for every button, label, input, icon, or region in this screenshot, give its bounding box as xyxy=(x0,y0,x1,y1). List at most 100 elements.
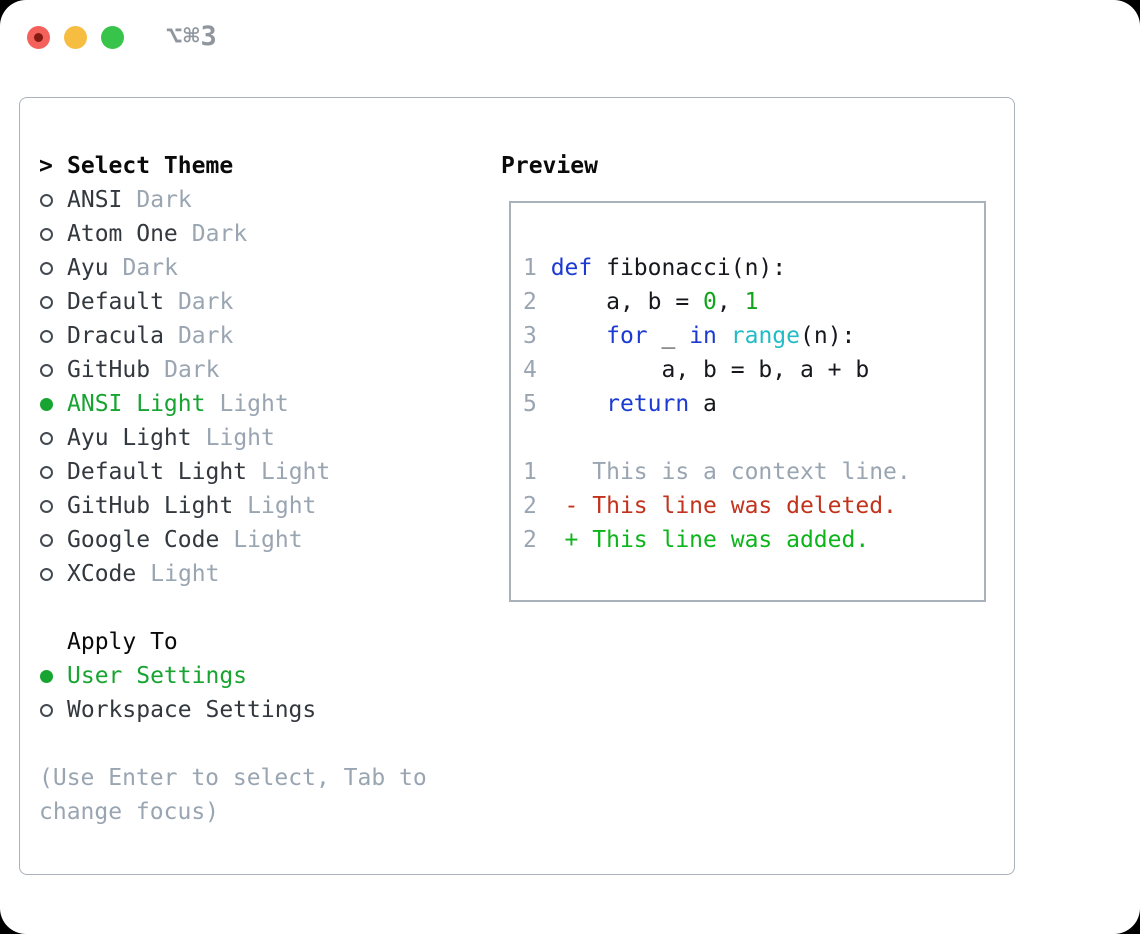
code-token: fibonacci(n): xyxy=(592,255,787,281)
prompt-caret-icon: > xyxy=(39,153,53,179)
option-label: ANSI Light xyxy=(67,391,206,417)
code-token: _ xyxy=(647,323,690,349)
theme-option-google-code[interactable]: Google Code Light xyxy=(39,523,499,557)
keyboard-hint-line1: (Use Enter to select, Tab to xyxy=(39,765,427,791)
radio-icon xyxy=(40,296,53,309)
code-token xyxy=(551,391,606,417)
line-number: 2 xyxy=(523,289,551,315)
theme-option-github-light[interactable]: GitHub Light Light xyxy=(39,489,499,523)
code-token: in xyxy=(689,323,717,349)
blank-line xyxy=(523,421,984,455)
line-number: 1 xyxy=(523,255,551,281)
radio-icon xyxy=(40,500,53,513)
theme-variant-label: Dark xyxy=(164,357,220,383)
radio-icon xyxy=(40,704,53,717)
code-token: for xyxy=(606,323,648,349)
radio-icon xyxy=(40,466,53,479)
theme-option-ansi[interactable]: ANSI Dark xyxy=(39,183,499,217)
line-number: 5 xyxy=(523,391,551,417)
radio-icon xyxy=(40,432,53,445)
theme-variant-label: Dark xyxy=(177,289,234,315)
close-button[interactable] xyxy=(27,26,50,49)
option-label: GitHub xyxy=(67,357,151,383)
theme-variant-label: Light xyxy=(261,459,331,485)
code-token: 0 xyxy=(703,289,717,315)
code-line: 3 for _ in range(n): xyxy=(523,319,984,353)
theme-variant-label: Dark xyxy=(177,323,234,349)
code-token: range xyxy=(730,323,800,349)
theme-variant-label: Dark xyxy=(191,221,248,247)
theme-option-default-light[interactable]: Default Light Light xyxy=(39,455,499,489)
keyboard-hint-line2: change focus) xyxy=(39,799,220,825)
keyboard-hint: (Use Enter to select, Tab to change focu… xyxy=(39,761,499,829)
option-label: Dracula xyxy=(67,323,164,349)
option-label: Google Code xyxy=(67,527,220,553)
code-line: 1 def fibonacci(n): xyxy=(523,251,984,285)
theme-variant-label: Light xyxy=(233,527,303,553)
titlebar: ⌥⌘3 xyxy=(0,0,1140,74)
code-line: 5 return a xyxy=(523,387,984,421)
theme-option-ayu-light[interactable]: Ayu Light Light xyxy=(39,421,499,455)
option-label: XCode xyxy=(67,561,137,587)
option-label: User Settings xyxy=(67,663,248,689)
theme-option-ayu[interactable]: Ayu Dark xyxy=(39,251,499,285)
code-token xyxy=(551,323,606,349)
code-token: a, b = xyxy=(550,289,704,315)
spacer xyxy=(39,727,499,761)
theme-variant-label: Light xyxy=(205,425,275,451)
code-token: (n): xyxy=(800,323,856,349)
theme-variant-label: Dark xyxy=(136,187,192,213)
option-label: GitHub Light xyxy=(67,493,234,519)
code-token: This is a context line. xyxy=(550,459,911,485)
select-theme-header-row: > Select Theme xyxy=(39,149,499,183)
theme-variant-label: Light xyxy=(247,493,317,519)
line-number: 2 xyxy=(523,493,551,519)
diff-line: 1 This is a context line. xyxy=(523,455,984,489)
radio-icon xyxy=(40,330,53,343)
diff-line: 2 - This line was deleted. xyxy=(523,489,984,523)
line-number: 3 xyxy=(523,323,551,349)
option-label: Ayu xyxy=(67,255,109,281)
radio-icon xyxy=(40,262,53,275)
code-token: a xyxy=(689,391,717,417)
spacer xyxy=(39,591,499,625)
code-token: 1 xyxy=(744,289,759,315)
maximize-button[interactable] xyxy=(101,26,124,49)
code-line: 2 a, b = 0, 1 xyxy=(523,285,984,319)
theme-option-dracula[interactable]: Dracula Dark xyxy=(39,319,499,353)
apply-option-workspace-settings[interactable]: Workspace Settings xyxy=(39,693,499,727)
radio-selected-icon xyxy=(40,670,53,683)
unsaved-changes-dot-icon xyxy=(34,33,43,42)
minimize-button[interactable] xyxy=(64,26,87,49)
code-token: + This line was added. xyxy=(550,527,870,553)
code-token: a, b = b, a + b xyxy=(550,357,870,383)
option-label: Ayu Light xyxy=(67,425,192,451)
select-theme-heading: Select Theme xyxy=(67,153,234,179)
line-number: 1 xyxy=(523,459,551,485)
apply-option-user-settings[interactable]: User Settings xyxy=(39,659,499,693)
window-title: ⌥⌘3 xyxy=(166,21,218,52)
radio-icon xyxy=(40,568,53,581)
theme-variant-label: Dark xyxy=(122,255,178,281)
option-label: Default Light xyxy=(67,459,248,485)
radio-icon xyxy=(40,228,53,241)
line-number: 2 xyxy=(523,527,551,553)
radio-icon xyxy=(40,194,53,207)
radio-icon xyxy=(40,534,53,547)
apply-to-header-row: Apply To xyxy=(39,625,499,659)
theme-option-github[interactable]: GitHub Dark xyxy=(39,353,499,387)
option-label: ANSI xyxy=(67,187,123,213)
radio-icon xyxy=(40,364,53,377)
apply-to-heading: Apply To xyxy=(67,629,178,655)
